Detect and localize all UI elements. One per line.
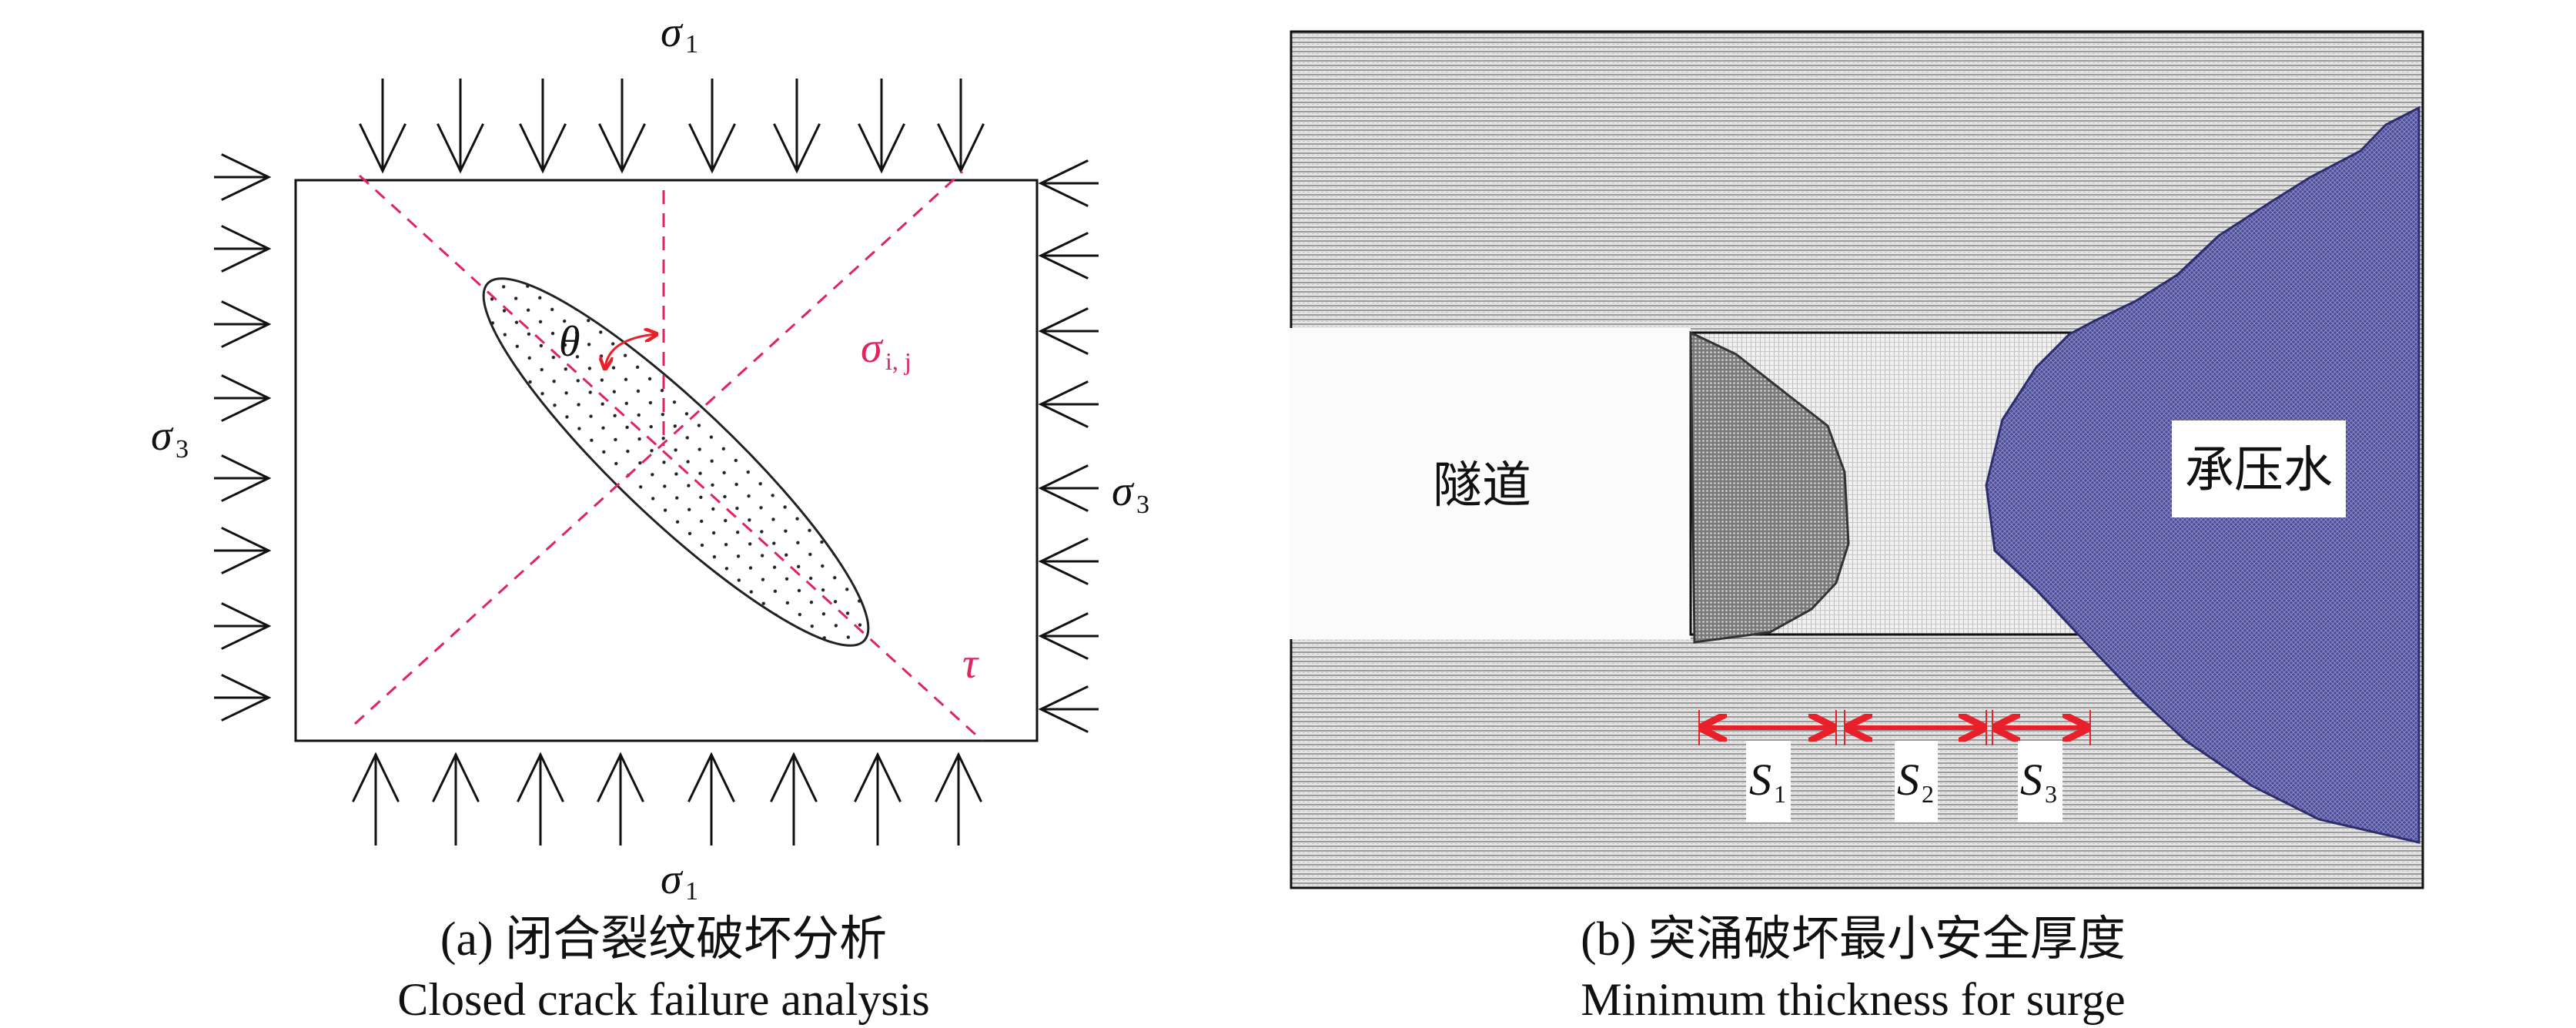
specimen-box <box>294 179 1039 742</box>
right-arrow-icon <box>214 527 272 574</box>
fractured-zone <box>1689 330 1850 644</box>
label-sigma3-right-sub: 3 <box>1136 491 1149 519</box>
up-arrow-icon <box>687 752 735 846</box>
label-sigma1-bottom: σ <box>661 856 684 903</box>
caption-b-en: Minimum thickness for surge <box>1581 974 2125 1025</box>
down-arrow-icon <box>858 79 905 174</box>
label-s3-sub: 3 <box>2045 780 2057 808</box>
caption-a-en: Closed crack failure analysis <box>397 974 929 1025</box>
label-s2: S <box>1897 755 1919 805</box>
dimension-arrow-s2 <box>1844 710 1987 745</box>
up-arrow-icon <box>770 752 818 846</box>
down-arrow-icon <box>937 79 985 174</box>
left-arrow-icon <box>1038 232 1099 280</box>
left-arrow-icon <box>1038 537 1099 585</box>
down-arrow-icon <box>437 79 484 174</box>
tunnel-label: 隧道 <box>1433 458 1531 513</box>
dimension-arrow-s3 <box>1992 710 2091 745</box>
label-sigma-ij-sub: i, j <box>885 347 912 375</box>
s3-label-box <box>2018 741 2062 822</box>
panel-b: 承压水 隧道 S 1 S 2 S 3 (b) 突涌破坏最小安全厚度 Minimu… <box>1290 30 2424 1025</box>
left-arrow-icon <box>1038 464 1099 512</box>
water-label-box <box>2172 420 2346 517</box>
down-arrow-icon <box>598 79 646 174</box>
label-sigma3-right: σ <box>1112 467 1135 515</box>
dashed-line-shear <box>358 174 984 742</box>
label-tau: τ <box>962 640 979 688</box>
right-arrow-icon <box>214 300 272 348</box>
left-arrow-icon <box>1038 380 1099 428</box>
dashed-line-normal <box>353 170 964 725</box>
right-arrow-icon <box>214 602 272 650</box>
right-arrow-icon <box>214 153 272 201</box>
s2-label-box <box>1895 741 1938 822</box>
up-arrow-icon <box>935 752 982 846</box>
down-arrow-icon <box>688 79 736 174</box>
down-arrow-icon <box>519 79 567 174</box>
load-arrows <box>214 79 1099 846</box>
tunnel-opening <box>1290 328 1691 639</box>
label-sigma1-bottom-sub: 1 <box>685 877 698 906</box>
s1-label-box <box>1746 741 1791 822</box>
up-arrow-icon <box>597 752 644 846</box>
right-arrow-icon <box>214 454 272 502</box>
down-arrow-icon <box>359 79 406 174</box>
label-sigma1-top: σ <box>661 8 684 56</box>
theta-angle-arc-icon <box>605 334 656 368</box>
thickness-dimensions <box>1698 710 2091 745</box>
crack-ellipse <box>482 277 870 647</box>
right-arrow-icon <box>214 674 272 722</box>
water-label: 承压水 <box>2185 443 2333 497</box>
label-sigma-ij: σ <box>861 324 884 372</box>
up-arrow-icon <box>352 752 400 846</box>
right-arrow-icon <box>214 374 272 422</box>
label-sigma3-left-sub: 3 <box>176 435 189 464</box>
label-s1-sub: 1 <box>1774 780 1786 808</box>
label-sigma1-top-sub: 1 <box>685 30 698 59</box>
label-s1: S <box>1749 755 1771 805</box>
label-s3: S <box>2020 755 2042 805</box>
label-theta: θ <box>559 318 580 366</box>
up-arrow-icon <box>517 752 564 846</box>
right-arrow-icon <box>214 225 272 273</box>
left-arrow-icon <box>1038 685 1099 733</box>
left-arrow-icon <box>1038 307 1099 355</box>
left-arrow-icon <box>1038 612 1099 660</box>
up-arrow-icon <box>432 752 480 846</box>
caption-a-zh: (a) 闭合裂纹破坏分析 <box>440 913 887 966</box>
label-sigma3-left: σ <box>151 412 174 460</box>
down-arrow-icon <box>773 79 821 174</box>
dimension-arrow-s1 <box>1698 710 1837 745</box>
label-s2-sub: 2 <box>1922 780 1934 808</box>
left-arrow-icon <box>1038 159 1099 207</box>
panel-a: σ 1 σ 1 σ 3 σ 3 θ σ i, j τ (a) 闭合裂纹破坏分析 … <box>151 8 1149 1025</box>
caption-b-zh: (b) 突涌破坏最小安全厚度 <box>1581 913 2126 966</box>
up-arrow-icon <box>854 752 902 846</box>
